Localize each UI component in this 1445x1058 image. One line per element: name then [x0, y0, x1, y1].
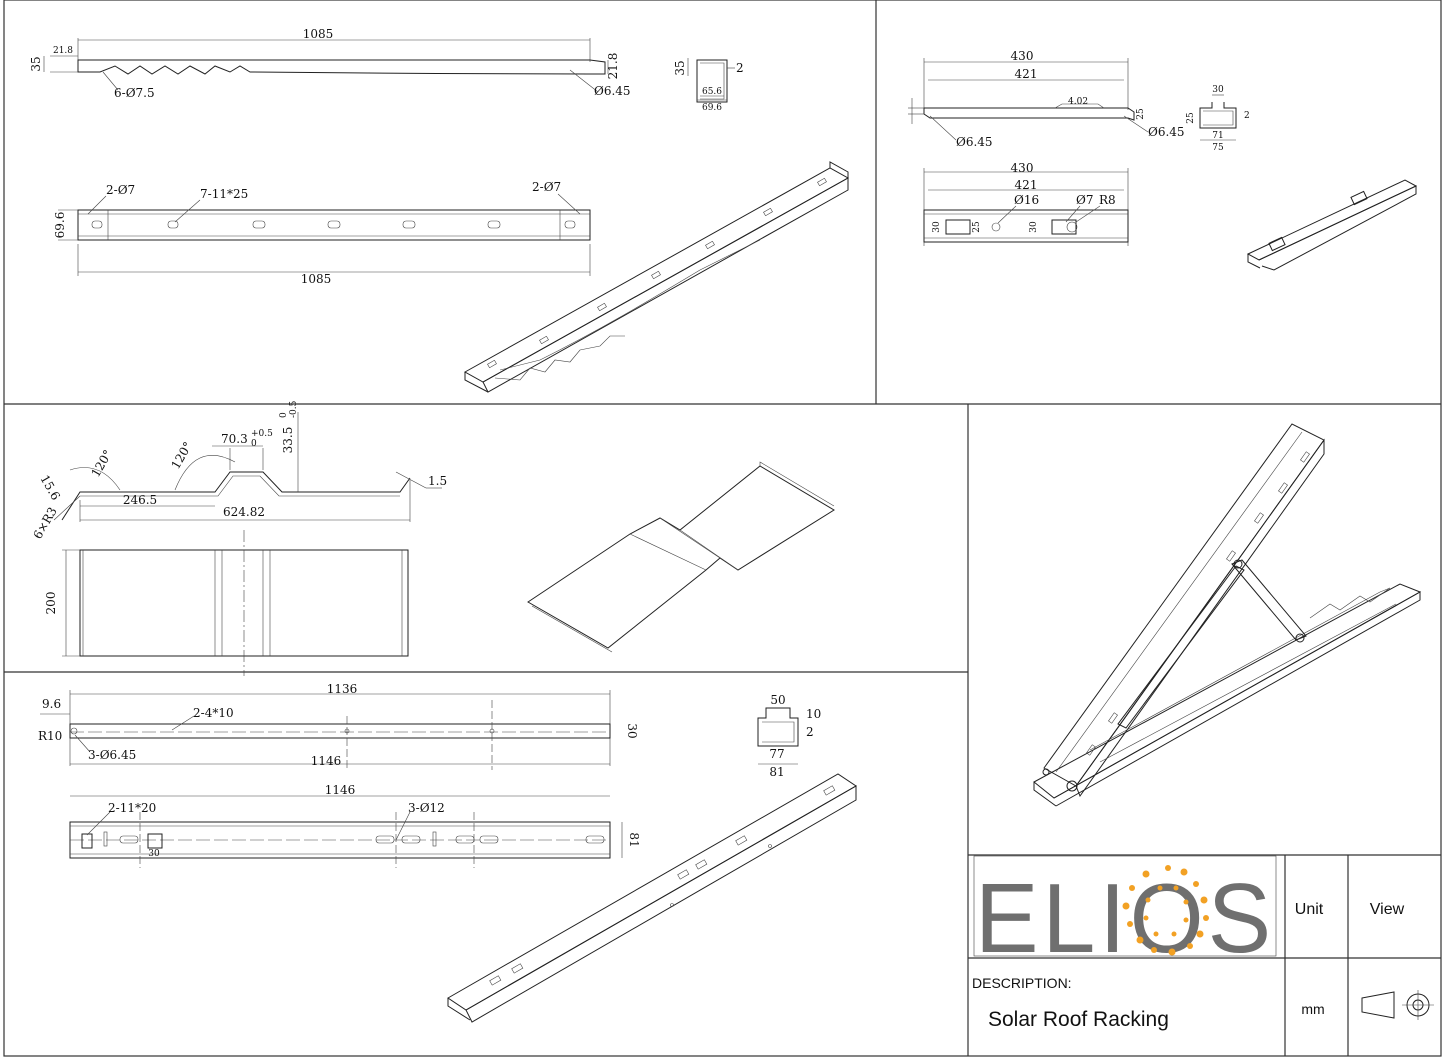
rail-plan-view: 2-Ø7 2-Ø7 7-11*25 69.6 1085 [53, 180, 591, 286]
plate-isometric [527, 461, 835, 653]
dim-short-sec-t: 2 [1244, 111, 1250, 121]
dim-side-height-left: 35 [29, 56, 43, 71]
dim-plan-width: 69.6 [53, 212, 67, 239]
base-isometric [447, 773, 857, 1023]
dim-base-rad: R10 [38, 729, 62, 743]
unit-label: Unit [1295, 901, 1324, 918]
logo-text: ELIOS [975, 863, 1275, 973]
dim-base-len-a: 1136 [327, 682, 358, 696]
panel-base-rail: 1136 9.6 R10 3-Ø6.45 2-4*10 30 1146 1146 [38, 682, 857, 1023]
dim-short-inner: 421 [1015, 67, 1038, 81]
plate-profile: 15.6 6×R3 120° 120° 70.3 +0.5 0 33.5 0 -… [30, 400, 447, 541]
short-isometric [1246, 179, 1418, 271]
dim-short-sec-inner: 71 [1212, 131, 1223, 141]
label-base-plan-slots: 2-11*20 [108, 801, 156, 815]
dim-side-height-right: 21.8 [606, 53, 620, 80]
dim-base-sec-top: 50 [770, 693, 785, 707]
dim-short-w2: 25 [972, 221, 982, 233]
base-section: 50 10 2 77 81 [757, 693, 821, 779]
dim-plate-flat: 246.5 [123, 493, 157, 507]
dim-base-len-b: 1146 [311, 754, 342, 768]
dim-plate-lip: 15.6 [37, 473, 62, 503]
short-plan-view: 430 421 Ø16 Ø7 R8 30 25 30 [923, 161, 1129, 246]
label-base-holes: 3-Ø6.45 [88, 748, 136, 762]
label-base-plan-holes: 3-Ø12 [408, 801, 445, 815]
dim-base-sec-outer: 81 [769, 765, 784, 779]
title-block: ELIOS [968, 855, 1441, 1056]
label-base-slots: 2-4*10 [193, 706, 234, 720]
dim-plate-height: 33.5 [281, 427, 295, 454]
dim-plate-ang1: 120° [88, 447, 115, 479]
short-section: 30 25 2 71 75 [1186, 85, 1250, 153]
dim-plate-width: 200 [44, 592, 58, 615]
projection-symbol-icon [1361, 990, 1434, 1020]
label-short-hole-r: Ø6.45 [1148, 125, 1185, 139]
dim-short-sec-outer: 75 [1212, 143, 1224, 153]
unit-value: mm [1301, 1001, 1324, 1017]
dim-plate-rad: 6×R3 [30, 505, 59, 542]
dim-plate-ang2: 120° [168, 439, 195, 471]
dim-short-h: 25 [1136, 108, 1146, 120]
dim-side-width-left: 21.8 [53, 46, 73, 56]
dim-short-small: 4.02 [1068, 97, 1088, 107]
label-side-holes: 6-Ø7.5 [114, 86, 155, 100]
label-side-hole-r: Ø6.45 [594, 84, 631, 98]
sun-dots-icon [1122, 865, 1209, 956]
panel-bracket-plate: 15.6 6×R3 120° 120° 70.3 +0.5 0 33.5 0 -… [30, 400, 835, 676]
label-plan-holes-right: 2-Ø7 [532, 180, 561, 194]
rail-isometric [463, 161, 850, 393]
base-side-view: 1136 9.6 R10 3-Ø6.45 2-4*10 30 1146 [38, 682, 639, 770]
dim-short-plan-inner: 421 [1015, 178, 1038, 192]
label-short-hole-b: Ø7 [1076, 193, 1093, 207]
dim-sec-height: 35 [673, 60, 687, 75]
elios-logo: ELIOS [975, 863, 1275, 973]
dim-sec-outer: 69.6 [702, 103, 722, 113]
short-side-view: 430 421 4.02 Ø6.45 Ø6.45 25 [908, 49, 1185, 149]
dim-base-sec-lip: 10 [806, 707, 821, 721]
description-value: Solar Roof Racking [988, 1008, 1169, 1031]
dim-base-plan-w: 81 [627, 832, 641, 847]
label-short-rad: R8 [1099, 193, 1116, 207]
label-plan-holes-left: 2-Ø7 [106, 183, 135, 197]
dim-short-w3: 30 [1029, 221, 1039, 233]
label-short-hole-a: Ø16 [1014, 193, 1039, 207]
dim-plate-h-tol: 0 [279, 412, 289, 418]
description-label: DESCRIPTION: [972, 975, 1072, 991]
dim-base-h: 30 [625, 723, 639, 738]
dim-base-plan-len: 1146 [325, 783, 356, 797]
dim-sec-thickness: 2 [736, 61, 744, 75]
panel-long-rail: 1085 35 21.8 21.8 6-Ø7.5 Ø6.45 [29, 27, 850, 393]
dim-side-length: 1085 [303, 27, 334, 41]
dim-base-plan-sub: 30 [148, 849, 160, 859]
dim-plan-length: 1085 [301, 272, 332, 286]
dim-short-plan-outer: 430 [1011, 161, 1034, 175]
rail-section: 35 2 65.6 69.6 [673, 58, 744, 113]
dim-plate-total: 624.82 [223, 505, 265, 519]
label-short-hole-l: Ø6.45 [956, 135, 993, 149]
dim-plate-top: 70.3 [221, 432, 248, 446]
dim-base-sec-t: 2 [806, 725, 814, 739]
dim-plate-h-tol2: -0.5 [289, 400, 299, 418]
dim-short-sec-top: 30 [1212, 85, 1224, 95]
dim-plate-top-tol: +0.5 [251, 429, 273, 439]
dim-sec-inner: 65.6 [702, 87, 722, 97]
dim-short-sec-h: 25 [1186, 112, 1196, 124]
racking-assembly [1033, 423, 1422, 807]
base-plan-view: 1146 2-11*20 3-Ø12 81 30 [69, 783, 641, 868]
label-plan-slots: 7-11*25 [200, 187, 248, 201]
view-label: View [1370, 901, 1405, 918]
rail-side-view: 1085 35 21.8 21.8 6-Ø7.5 Ø6.45 [29, 27, 631, 100]
dim-plate-top-tol2: 0 [251, 439, 257, 449]
dim-base-lip: 9.6 [42, 697, 61, 711]
dim-short-w1: 30 [932, 221, 942, 233]
panel-short-rail: 430 421 4.02 Ø6.45 Ø6.45 25 430 421 [908, 49, 1418, 271]
dim-plate-thickness: 1.5 [428, 474, 447, 488]
sheet-frame [3, 0, 1442, 1057]
plate-plan-view: 200 [44, 530, 409, 676]
dim-base-sec-inner: 77 [769, 747, 784, 761]
dim-short-outer: 430 [1011, 49, 1034, 63]
